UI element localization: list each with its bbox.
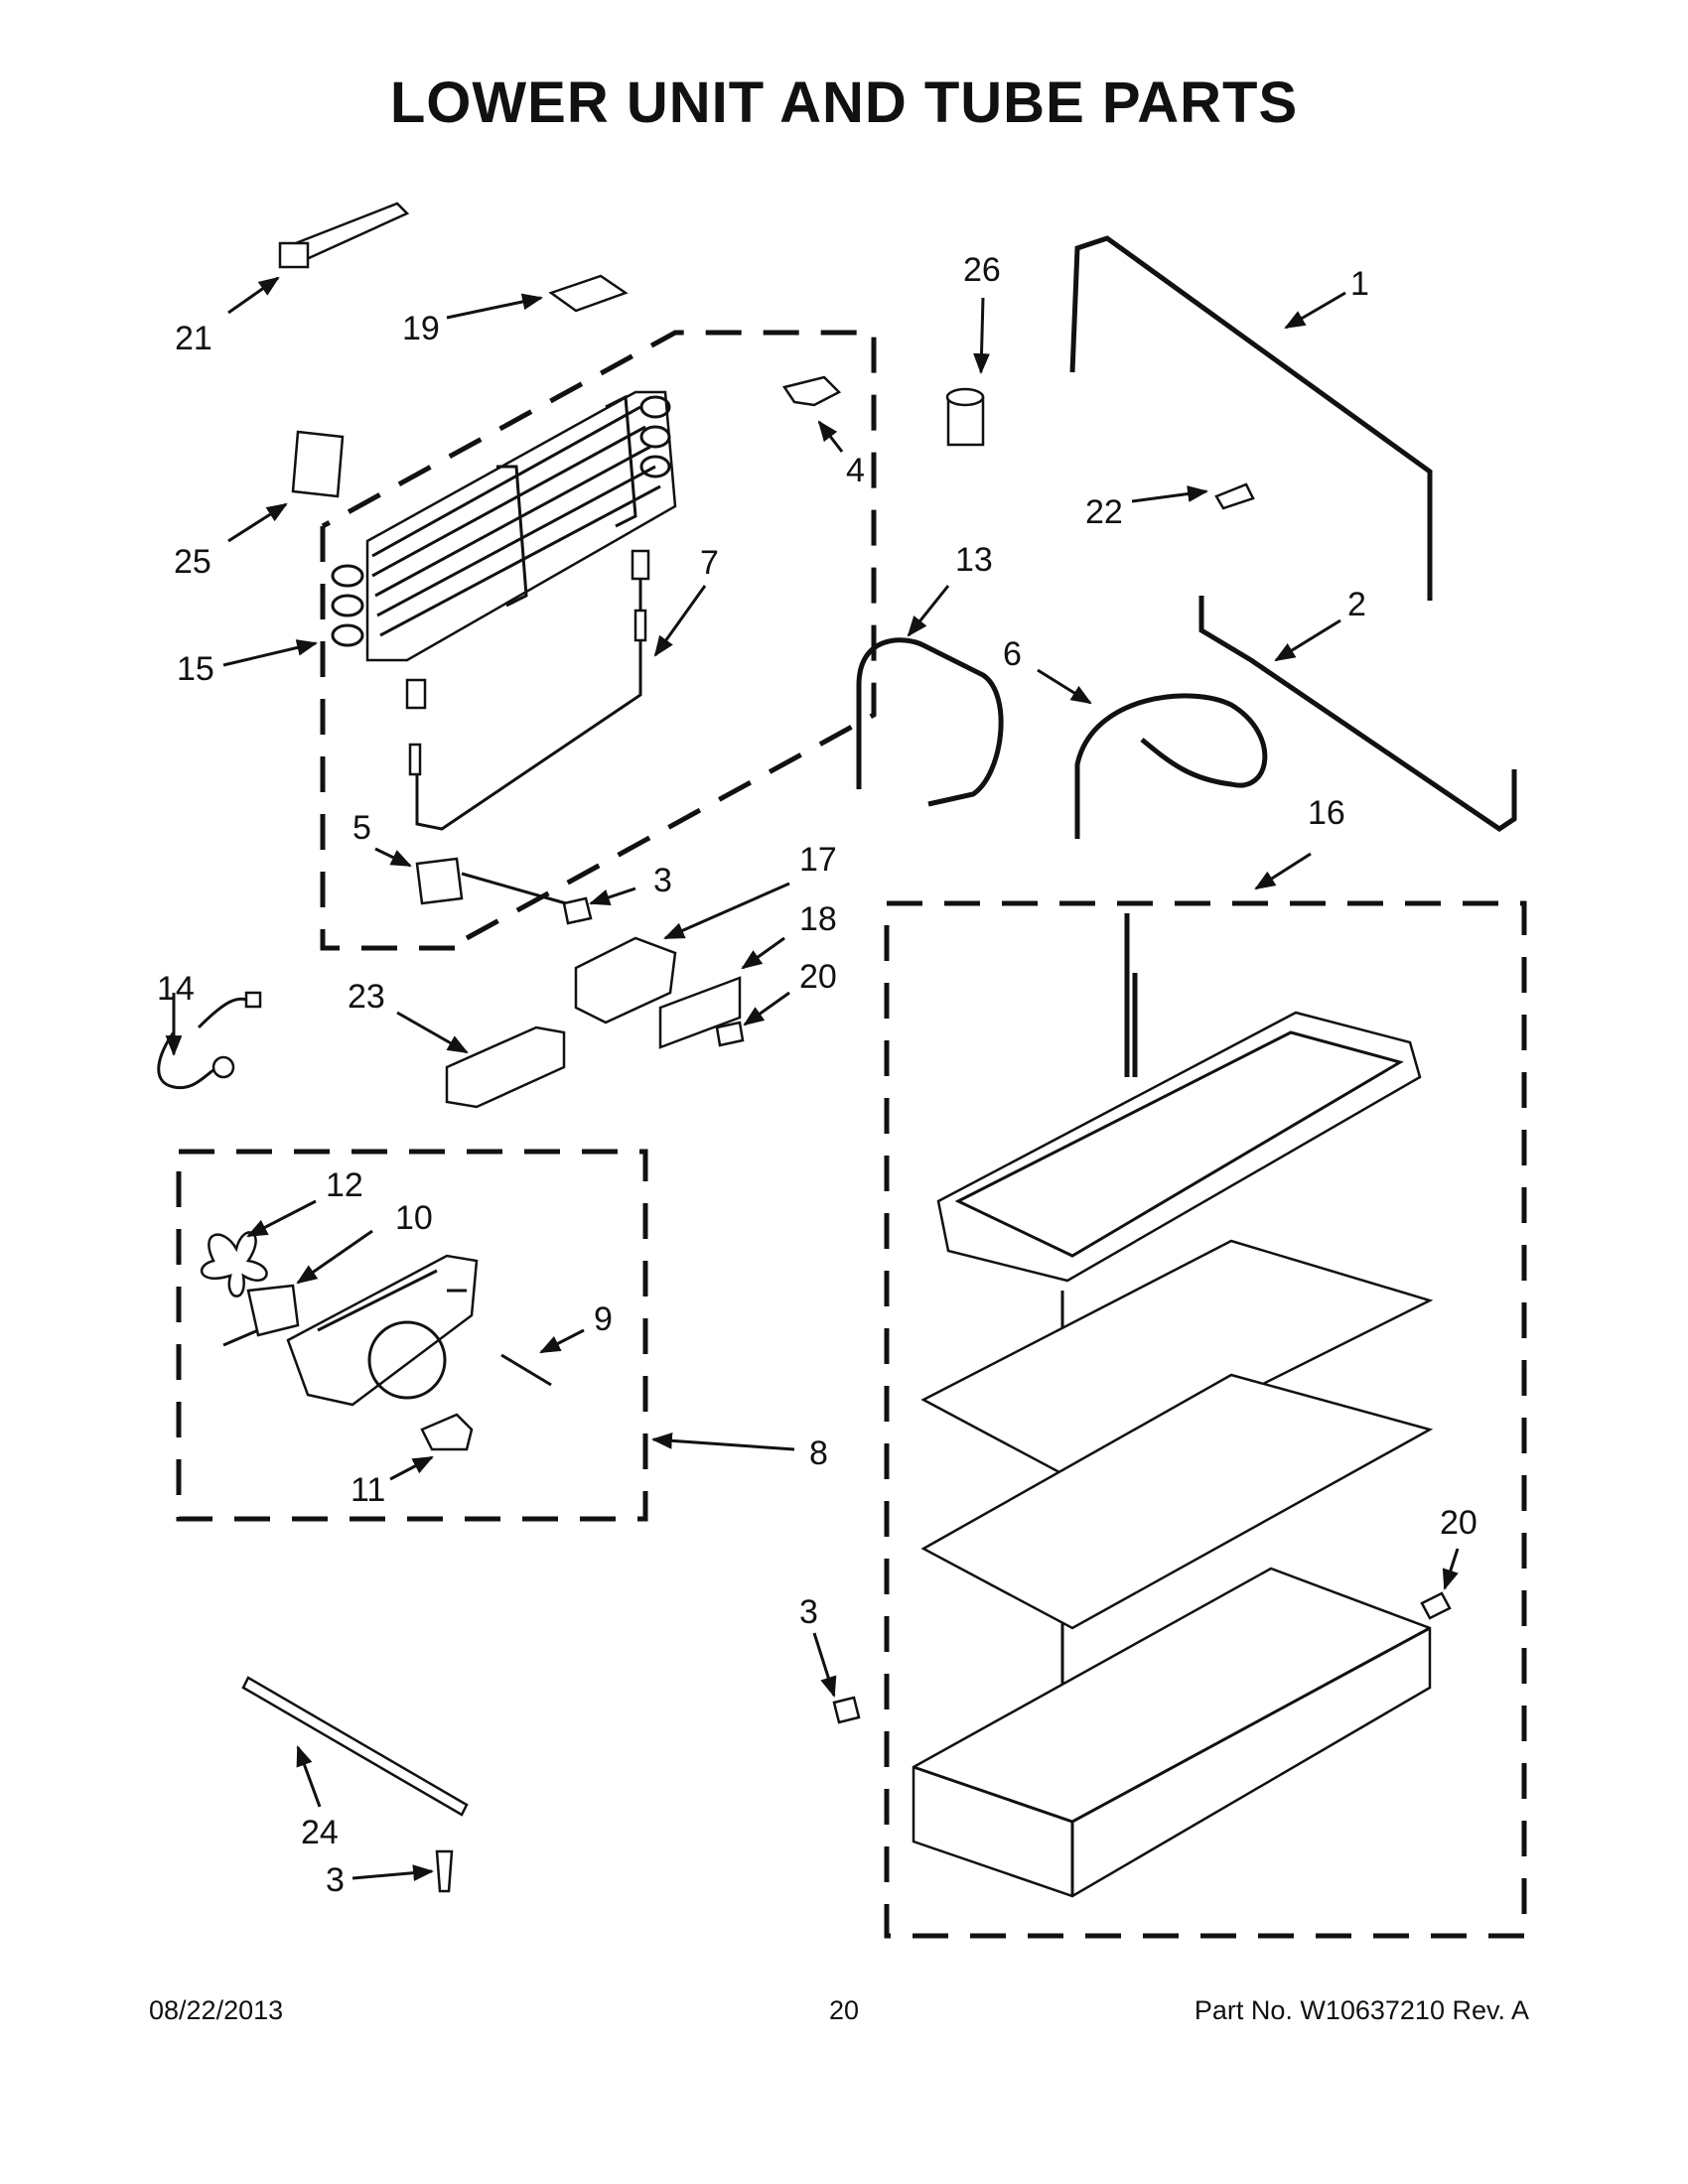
part-3-screw-right: [832, 1696, 861, 1724]
part-5-wire: [461, 872, 567, 905]
part-10-motor-lead: [222, 1328, 259, 1347]
callout-14: 14: [157, 970, 195, 1008]
callout-6: 6: [1003, 635, 1022, 673]
callout-23: 23: [348, 978, 385, 1016]
callout-22: 22: [1085, 493, 1123, 531]
part-23-shield: [445, 1025, 566, 1109]
part-21-wire-tie: [278, 202, 410, 269]
fan-bracket: [286, 1254, 479, 1407]
part-3-screw-lower-left: [435, 1849, 454, 1893]
callout-3-upper: 3: [653, 862, 672, 899]
footer-part-number: Part No. W10637210 Rev. A: [1194, 1995, 1529, 2025]
part-20-screw-right: [1420, 1591, 1452, 1620]
part-10-fan-motor: [246, 1284, 300, 1337]
callout-20-right: 20: [1440, 1504, 1477, 1542]
callout-26: 26: [963, 251, 1001, 289]
callout-12: 12: [326, 1166, 363, 1204]
part-15-evaporator-coil: [331, 390, 677, 662]
part-12-fan-blade: [201, 1231, 268, 1297]
callout-24: 24: [301, 1814, 339, 1851]
part-2-tube: [1198, 596, 1517, 833]
callout-2: 2: [1347, 586, 1366, 623]
part-17-bracket: [574, 936, 677, 1024]
part-5-terminal-block: [415, 857, 464, 905]
part-20-screw-upper: [715, 1021, 745, 1047]
callout-7: 7: [700, 544, 719, 582]
part-25-filter: [291, 430, 345, 498]
callout-11: 11: [351, 1471, 385, 1509]
part-22-clip: [1214, 482, 1255, 510]
part-16-drain-pan-assembly: [912, 913, 1434, 1898]
callout-25: 25: [174, 543, 211, 581]
part-1-tube: [1069, 235, 1433, 601]
part-6-capillary-tube: [1074, 693, 1268, 839]
callout-3-right: 3: [799, 1593, 818, 1631]
callout-9: 9: [594, 1300, 613, 1338]
callout-17: 17: [799, 841, 837, 879]
callout-10: 10: [395, 1199, 433, 1237]
part-19-pad: [548, 274, 629, 313]
callout-18: 18: [799, 900, 837, 938]
callout-5: 5: [352, 809, 371, 847]
callout-15: 15: [177, 650, 214, 688]
part-4-clip: [781, 375, 842, 407]
callout-21: 21: [175, 320, 212, 357]
callout-13: 13: [955, 541, 993, 579]
part-9-rod: [500, 1353, 552, 1387]
drain-pan-group-outline: [884, 900, 1527, 1939]
callout-1: 1: [1350, 265, 1369, 303]
evaporator-group-outline: [320, 330, 877, 951]
part-14-wire-harness: [157, 991, 262, 1090]
part-11-clip: [420, 1413, 474, 1451]
callout-19: 19: [402, 310, 440, 347]
callout-8: 8: [809, 1434, 828, 1472]
footer-date: 08/22/2013: [149, 1995, 284, 2025]
callout-16: 16: [1308, 794, 1345, 832]
callout-labels: 21 19 25 15 1 26 22 4 7 13 2 6 16 5 3 17…: [157, 251, 1477, 1899]
part-26-plug: [945, 387, 985, 447]
leader-lines: [165, 276, 1460, 1882]
fan-assembly-group-outline: [176, 1149, 648, 1522]
part-7-heater-harness: [405, 549, 650, 831]
footer-page-number: 20: [828, 1995, 860, 2025]
part-13-tube: [856, 637, 1004, 807]
part-18-cover-plate: [658, 976, 742, 1049]
part-3-screw-upper: [562, 896, 593, 925]
part-24-drain-trough: [241, 1676, 469, 1817]
callout-4: 4: [846, 452, 865, 489]
callout-20-upper: 20: [799, 958, 837, 996]
page-title: LOWER UNIT AND TUBE PARTS: [389, 70, 1299, 135]
callout-3-lower-left: 3: [326, 1861, 345, 1899]
